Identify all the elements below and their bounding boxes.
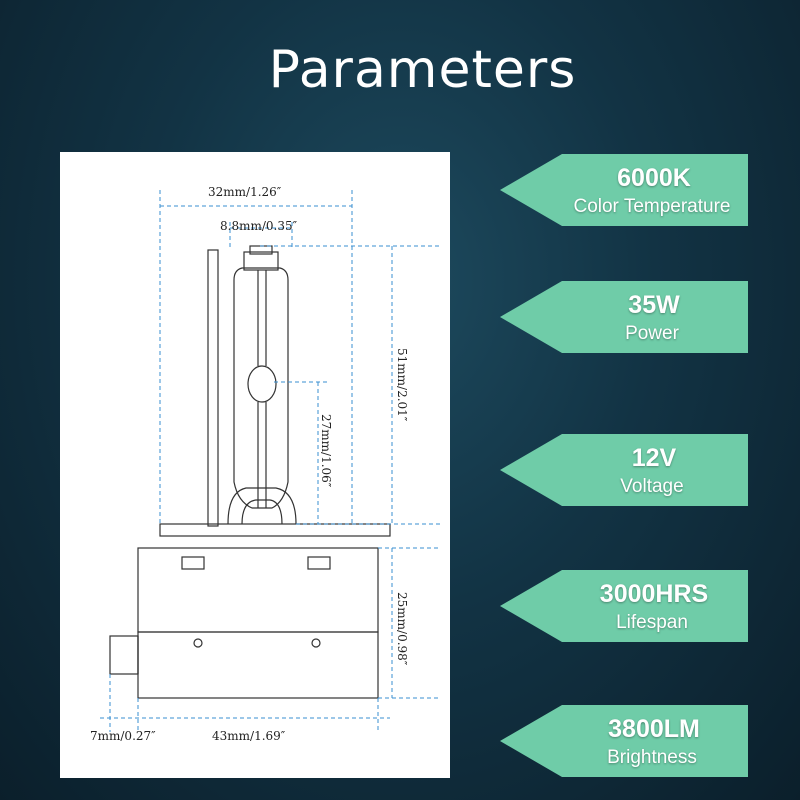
dim-base-height: 25mm/0.98″ <box>395 592 409 666</box>
param-label: Power <box>625 323 679 344</box>
arrow-tag-shape <box>500 281 748 353</box>
param-lifespan: 3000HRS Lifespan <box>500 570 748 642</box>
param-power: 35W Power <box>500 281 748 353</box>
arrow-tag-shape <box>500 154 748 226</box>
arrow-tag-shape <box>500 705 748 777</box>
dim-base-width: 43mm/1.69″ <box>212 729 286 743</box>
page-title: Parameters <box>268 40 577 100</box>
param-value: 3000HRS <box>599 580 709 608</box>
param-value: 3800LM <box>608 715 700 743</box>
param-value: 35W <box>628 291 680 319</box>
arrow-tag-shape <box>500 570 748 642</box>
param-brightness: 3800LM Brightness <box>500 705 748 777</box>
param-voltage: 12V Voltage <box>500 434 748 506</box>
bulb-dimension-diagram: 32mm/1.26″ 8.8mm/0.35″ 51mm/2.01″ 27mm/1… <box>60 152 450 778</box>
param-label: Brightness <box>607 747 697 768</box>
param-label: Color Temperature <box>573 196 731 217</box>
dim-inner-width: 8.8mm/0.35″ <box>220 219 298 233</box>
param-label: Voltage <box>620 476 684 497</box>
arrow-tag-shape <box>500 434 748 506</box>
param-color-temperature: 6000K Color Temperature <box>500 154 748 226</box>
param-value: 12V <box>631 444 677 472</box>
dim-total-height: 51mm/2.01″ <box>395 348 409 422</box>
dim-connector-width: 7mm/0.27″ <box>90 729 156 743</box>
param-label: Lifespan <box>616 612 688 633</box>
dim-top-width: 32mm/1.26″ <box>208 185 282 199</box>
param-value: 6000K <box>617 164 691 192</box>
dim-capsule-height: 27mm/1.06″ <box>319 414 333 488</box>
bulb-drawing: 32mm/1.26″ 8.8mm/0.35″ 51mm/2.01″ 27mm/1… <box>90 185 440 743</box>
